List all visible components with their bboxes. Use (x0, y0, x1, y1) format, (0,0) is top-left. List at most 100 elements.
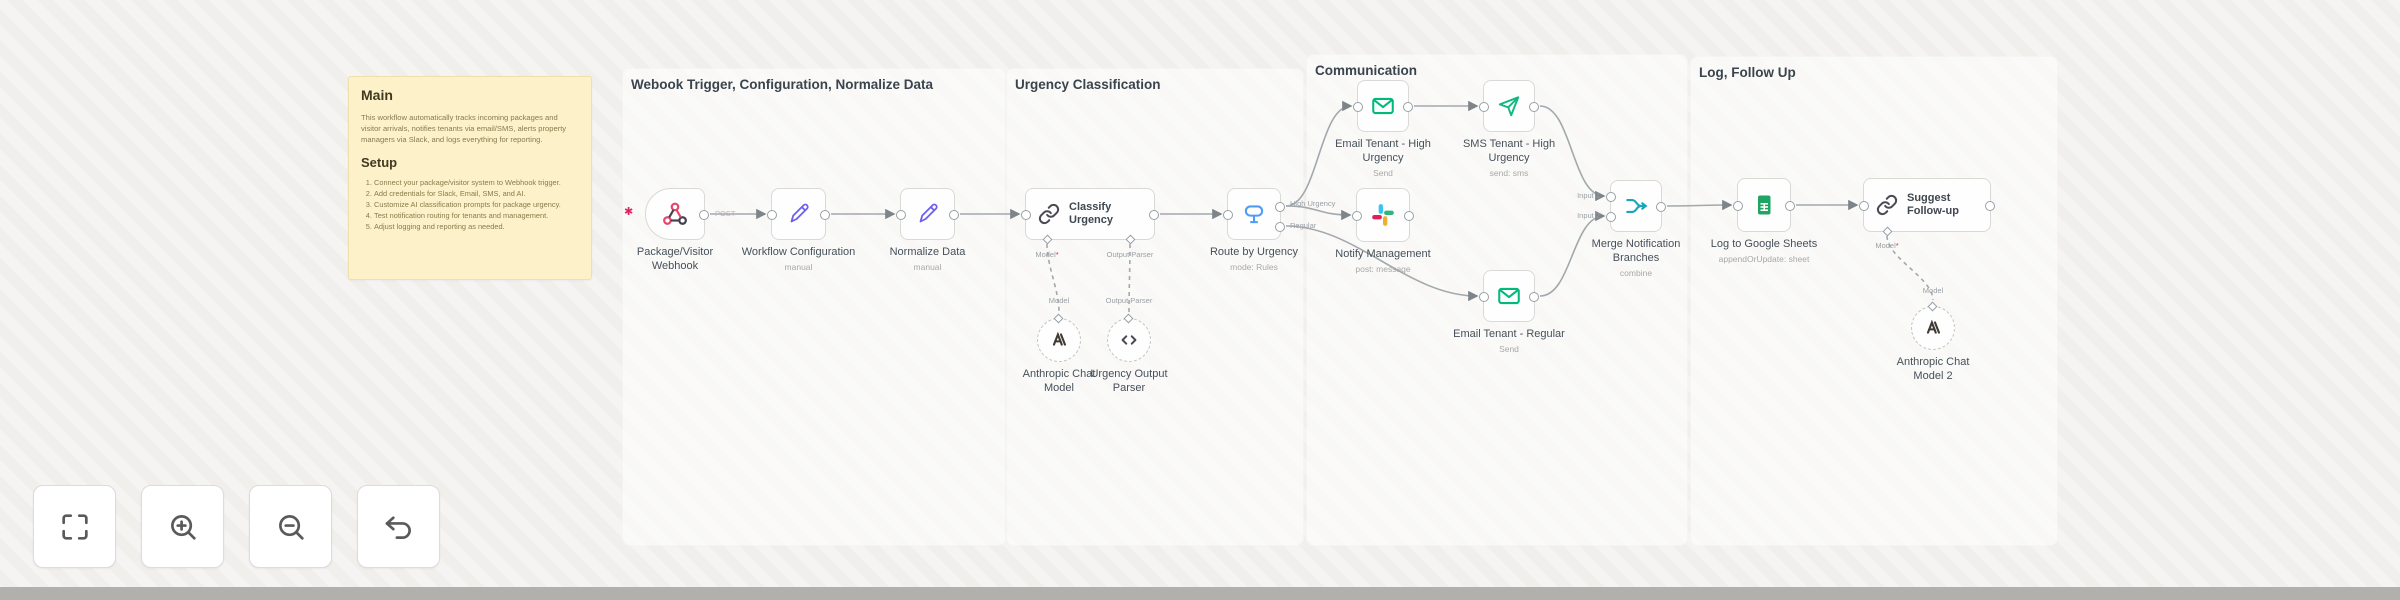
wire-label: High Urgency (1290, 199, 1336, 208)
output-port[interactable] (1149, 210, 1159, 220)
node-anthropic-chat-model[interactable] (1037, 313, 1081, 362)
edge-merge-sheets[interactable] (1666, 199, 1733, 211)
email-icon (1370, 93, 1396, 119)
setup-step: Customize AI classification prompts for … (374, 199, 579, 210)
section-title: Webook Trigger, Configuration, Normalize… (631, 77, 934, 92)
edge-followup-model[interactable] (1886, 235, 1934, 301)
node-package-visitor-webhook[interactable] (645, 188, 709, 240)
edit-icon (916, 202, 940, 226)
switch-icon (1241, 201, 1267, 227)
edge-route-email-regular[interactable] (1285, 225, 1479, 302)
zoom-in-button[interactable] (141, 485, 224, 568)
input-port[interactable] (1606, 212, 1616, 222)
output-port[interactable] (1656, 202, 1666, 212)
edge-route-email-high[interactable] (1285, 100, 1353, 207)
setup-step: Adjust logging and reporting as needed. (374, 221, 579, 232)
send-icon (1496, 93, 1522, 119)
code-icon (1118, 329, 1140, 351)
output-port[interactable] (1785, 201, 1795, 211)
node-sms-tenant-high-urgency[interactable] (1479, 80, 1539, 132)
node-log-to-google-sheets[interactable] (1733, 178, 1795, 232)
section-title: Communication (1315, 63, 1418, 78)
section-webhook: Webook Trigger, Configuration, Normalize… (622, 68, 1006, 546)
window-edge (0, 587, 2400, 600)
output-port[interactable] (1275, 222, 1285, 232)
merge-icon (1623, 193, 1649, 219)
email-icon (1496, 283, 1522, 309)
node-email-tenant-high-urgency[interactable] (1353, 80, 1413, 132)
undo-button[interactable] (357, 485, 440, 568)
edge-route-notify[interactable] (1285, 205, 1352, 221)
edit-icon (787, 202, 811, 226)
node-normalize-data[interactable] (896, 188, 959, 240)
zoom-out-icon (274, 510, 308, 544)
sticky-note-description: This workflow automatically tracks incom… (361, 113, 567, 144)
wire-label: POST (715, 209, 736, 218)
zoom-in-icon (166, 510, 200, 544)
output-port[interactable] (1403, 102, 1413, 112)
node-notify-management[interactable] (1352, 188, 1414, 242)
edge-sms-merge[interactable] (1539, 105, 1606, 202)
port-label: Model (1922, 286, 1944, 295)
output-port[interactable] (1529, 102, 1539, 112)
output-port[interactable] (1404, 211, 1414, 221)
section-urgency: Urgency Classification (1006, 68, 1304, 546)
input-port[interactable] (1479, 102, 1489, 112)
input-port[interactable] (1606, 192, 1616, 202)
node-suggest-follow-up[interactable]: Suggest Follow-up (1859, 178, 1995, 237)
undo-icon (382, 510, 416, 544)
input-port[interactable] (896, 210, 906, 220)
port-label: Input 2 (1577, 211, 1600, 220)
slack-icon (1370, 202, 1396, 228)
fit-view-icon (58, 510, 92, 544)
input-port[interactable] (1859, 201, 1869, 211)
port-label: Input 1 (1577, 191, 1600, 200)
setup-steps: Connect your package/visitor system to W… (361, 177, 579, 233)
edge-classify-parser[interactable] (1128, 243, 1131, 313)
node-email-tenant-regular[interactable] (1479, 270, 1539, 322)
fit-view-button[interactable] (33, 485, 116, 568)
edge-classify-model[interactable] (1046, 243, 1060, 313)
input-port[interactable] (767, 210, 777, 220)
input-port[interactable] (1223, 210, 1233, 220)
output-port[interactable] (949, 210, 959, 220)
webhook-icon (662, 201, 688, 227)
output-port[interactable] (1529, 292, 1539, 302)
node-anthropic-chat-model-2[interactable] (1911, 301, 1955, 350)
zoom-out-button[interactable] (249, 485, 332, 568)
input-port[interactable] (1733, 201, 1743, 211)
output-port[interactable] (699, 210, 709, 220)
chain-icon (1038, 203, 1060, 225)
node-inner-label: Classify Urgency (1069, 201, 1114, 226)
port-label: Output Parser (1106, 250, 1154, 259)
setup-step: Connect your package/visitor system to W… (374, 177, 579, 188)
sheets-icon (1752, 193, 1776, 217)
section-log: Log, Follow Up (1690, 56, 2058, 546)
wire-label: Regular (1290, 221, 1317, 230)
node-merge-notification-branches[interactable] (1606, 180, 1666, 232)
node-workflow-configuration[interactable] (767, 188, 830, 240)
setup-step: Add credentials for Slack, Email, SMS, a… (374, 188, 579, 199)
setup-step: Test notification routing for tenants an… (374, 210, 579, 221)
node-route-by-urgency[interactable] (1223, 188, 1285, 240)
output-port[interactable] (820, 210, 830, 220)
chain-icon (1876, 194, 1898, 216)
anthropic-icon (1048, 329, 1070, 351)
canvas-controls (33, 485, 440, 568)
anthropic-icon (1922, 317, 1944, 339)
input-port[interactable] (1479, 292, 1489, 302)
output-port[interactable] (1275, 202, 1285, 212)
input-port[interactable] (1353, 102, 1363, 112)
node-urgency-output-parser[interactable] (1107, 313, 1151, 362)
sticky-note-setup-title: Setup (361, 155, 398, 170)
input-port[interactable] (1352, 211, 1362, 221)
sticky-note-title: Main (361, 87, 393, 103)
edge-emailregular-merge[interactable] (1539, 210, 1606, 297)
node-classify-urgency[interactable]: Classify Urgency (1021, 188, 1159, 245)
output-port[interactable] (1985, 201, 1995, 211)
sticky-note[interactable]: Main This workflow automatically tracks … (348, 76, 592, 280)
input-port[interactable] (1021, 210, 1031, 220)
port-label: Model* (1035, 250, 1059, 259)
